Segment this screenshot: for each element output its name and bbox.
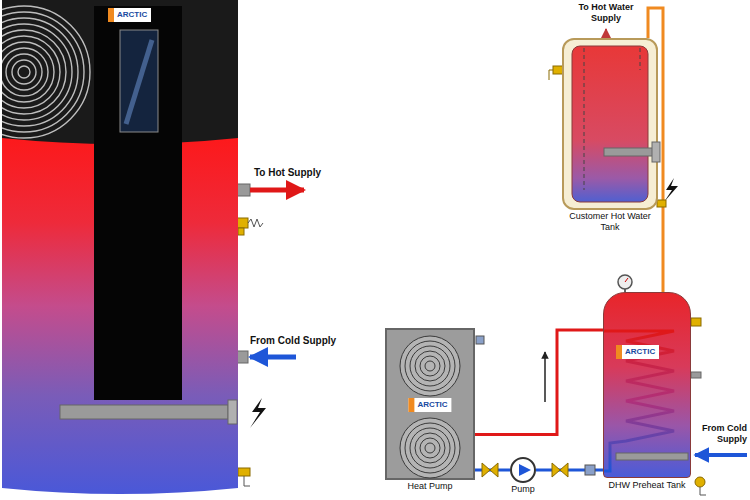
heat-exchanger-coil xyxy=(604,331,674,471)
fan-grille xyxy=(12,60,36,84)
drain-valve xyxy=(238,468,250,476)
heating-element xyxy=(616,453,688,460)
sensor-stub xyxy=(691,372,701,378)
outlet-tube xyxy=(640,48,641,70)
isolation-valve xyxy=(552,463,568,477)
relief-valve xyxy=(238,228,244,235)
fan-grille xyxy=(405,423,455,473)
outlet-stub xyxy=(236,184,250,196)
pump-impeller xyxy=(519,464,531,476)
brand-logo: ARCTIC xyxy=(616,345,659,359)
node-caption: Customer Hot Water Tank xyxy=(568,211,652,233)
cold-arrow xyxy=(695,453,747,457)
flow-arrow xyxy=(544,352,546,402)
fan-grille xyxy=(0,18,78,126)
fan-grille xyxy=(0,36,60,108)
pipe-fitting xyxy=(476,336,484,344)
drain-valve xyxy=(695,477,705,487)
isolation-valve xyxy=(482,463,498,477)
drain-valve xyxy=(657,200,666,207)
fan-grille xyxy=(410,346,450,386)
storage-tank: Customer Hot Water Tank xyxy=(562,38,658,210)
display-screen xyxy=(120,30,158,132)
fan-grille xyxy=(420,438,440,458)
node-caption: Heat Pump xyxy=(407,481,452,492)
pipe-label: From Cold Supply xyxy=(250,335,336,347)
hot-arrow xyxy=(250,188,304,193)
screen-glare xyxy=(126,40,152,124)
tank-body xyxy=(2,0,238,494)
fan-grille xyxy=(420,356,440,376)
element-flange xyxy=(652,142,660,162)
fan-grille xyxy=(6,54,42,90)
pipe-fitting xyxy=(585,465,595,475)
fan-grille xyxy=(415,351,445,381)
fan-grille xyxy=(415,433,445,463)
fan-grille xyxy=(0,6,90,138)
node-drawing xyxy=(604,293,692,479)
node-drawing xyxy=(564,40,660,212)
electric-symbol xyxy=(250,398,266,428)
fan-grille xyxy=(410,428,450,468)
fan-grille xyxy=(18,66,30,78)
valve-spring xyxy=(248,219,263,227)
fan-grille xyxy=(0,12,84,132)
gauge-needle xyxy=(625,278,628,282)
brand-logo: ARCTIC xyxy=(108,8,151,22)
drain-valve xyxy=(244,476,250,486)
preheat-tank: ARCTICDHW Preheat Tank xyxy=(603,292,691,478)
water-heater-unit: ARCTIC xyxy=(2,0,238,500)
fan-grille xyxy=(400,336,460,396)
relief-valve xyxy=(549,70,553,80)
heat-pump-unit: ARCTICHeat Pump xyxy=(385,328,475,480)
heating-element xyxy=(60,405,228,419)
inner-tank xyxy=(572,46,648,202)
fan-grille xyxy=(425,443,435,453)
node-drawing xyxy=(512,459,538,485)
fan-grille xyxy=(0,30,66,114)
node-drawing xyxy=(2,0,238,500)
brand-logo: ARCTIC xyxy=(408,398,451,412)
pipe-label: To Hot Supply xyxy=(254,167,321,179)
fan-grille xyxy=(405,341,455,391)
pump-symbol: Pump xyxy=(510,457,536,483)
electric-symbol xyxy=(664,178,678,202)
fan-grille xyxy=(400,418,460,478)
fan-grille xyxy=(425,361,435,371)
fan-grille xyxy=(0,48,48,96)
cold-arrow xyxy=(250,355,296,360)
pressure-gauge xyxy=(618,275,632,289)
node-caption: Pump xyxy=(511,484,535,495)
outlet-arrow xyxy=(605,29,607,37)
relief-valve xyxy=(691,318,701,326)
pipe-label: From Cold Supply xyxy=(697,423,747,445)
element-flange xyxy=(228,400,237,424)
pipe-label: To Hot Water Supply xyxy=(572,2,640,24)
dip-tube xyxy=(584,48,585,190)
node-caption: DHW Preheat Tank xyxy=(609,480,686,491)
drain-valve xyxy=(700,487,706,495)
pipe-connector xyxy=(475,330,603,434)
top-cover xyxy=(2,0,238,144)
heating-element xyxy=(604,148,656,156)
fan-grille xyxy=(0,42,54,102)
fan-grille xyxy=(0,24,72,120)
front-panel xyxy=(94,6,182,400)
